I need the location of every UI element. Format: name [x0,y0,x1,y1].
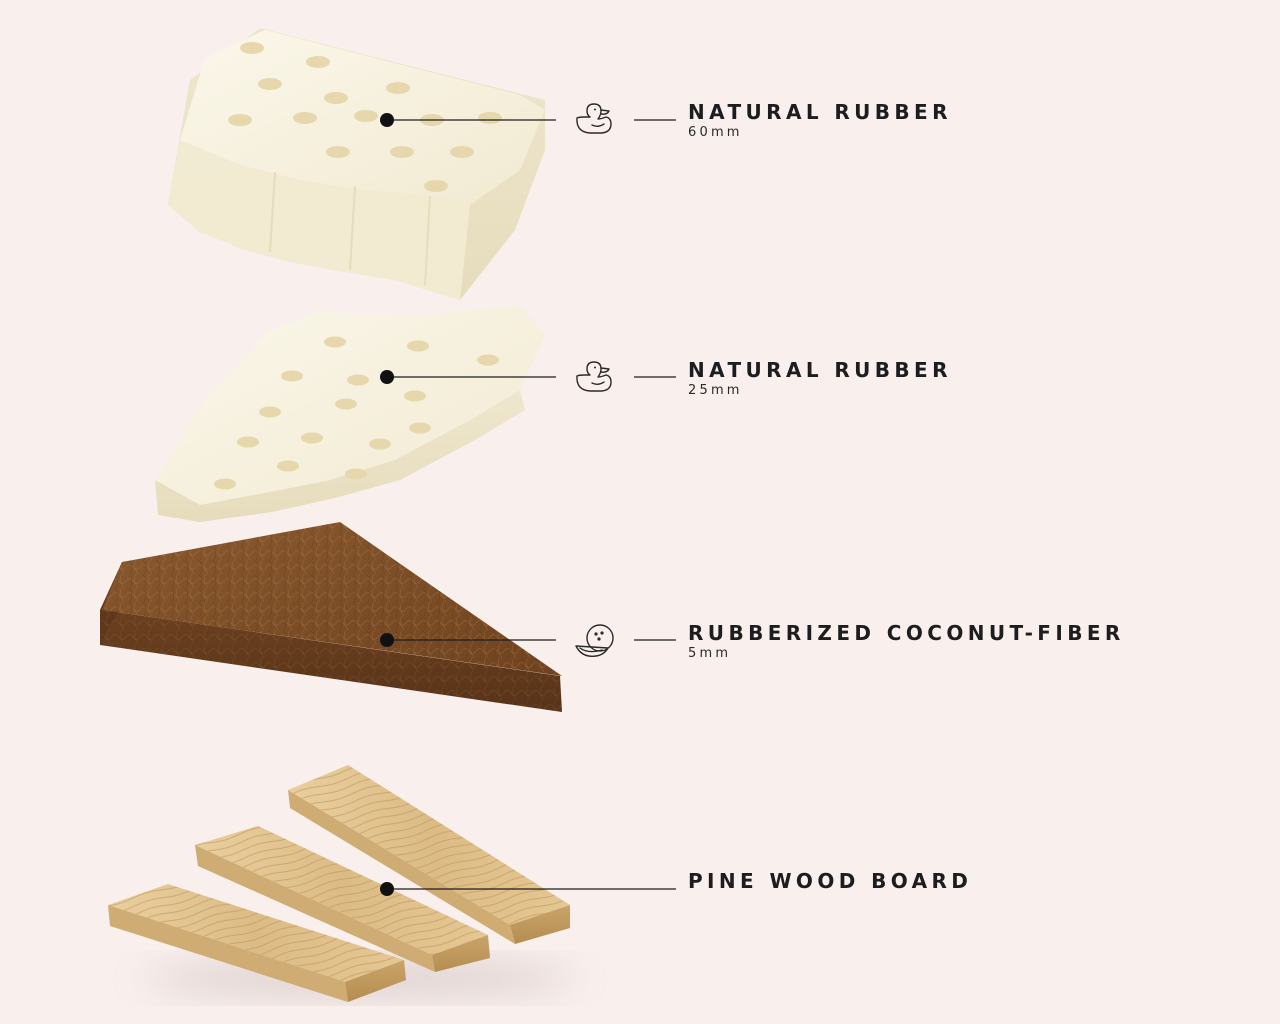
layer-thickness: 5mm [688,646,732,661]
connector-dot-1 [380,113,394,127]
natural-rubber-60mm-block [168,28,545,300]
connector-dots [380,113,394,896]
layer-title: PINE WOOD BOARD [688,869,973,893]
layer-label-natural-rubber-25: NATURAL RUBBER 25mm [688,358,952,399]
layer-title: NATURAL RUBBER [688,358,952,382]
connector-dot-3 [380,633,394,647]
connector-dot-2 [380,370,394,384]
connector-dot-4 [380,882,394,896]
coconut-fiber-pad [100,522,562,712]
coconut-icon [575,624,614,657]
rubber-duck-icon [576,361,612,392]
connectors [387,119,676,890]
layer-label-natural-rubber-60: NATURAL RUBBER 60mm [688,100,952,141]
layer-label-coconut-fiber: RUBBERIZED COCONUT-FIBER 5mm [688,621,1125,662]
layer-label-pine-wood: PINE WOOD BOARD [688,869,972,893]
layer-title: NATURAL RUBBER [688,100,952,124]
pine-wood-boards [108,765,570,1002]
rubber-duck-icon [576,103,612,134]
natural-rubber-25mm-block [155,305,545,522]
layer-thickness: 25mm [688,383,743,398]
layer-thickness: 60mm [688,125,743,140]
layer-title: RUBBERIZED COCONUT-FIBER [688,621,1125,645]
